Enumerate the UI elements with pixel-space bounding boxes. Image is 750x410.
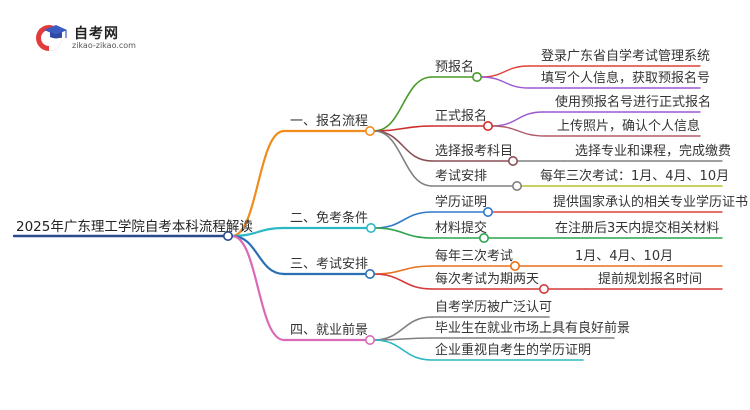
leaf-edge-1-2-1 <box>491 111 544 127</box>
child-label-1-2: 正式报名 <box>435 109 488 124</box>
leaf-label-3-1-1: 1月、4月、10月 <box>575 249 674 264</box>
child-node-3-2[interactable] <box>538 283 549 294</box>
mind-map-edges <box>12 65 723 361</box>
branch-node-3[interactable] <box>364 268 375 279</box>
branch-node-4[interactable] <box>364 334 375 345</box>
child-edge-1-3 <box>373 130 433 162</box>
logo-name: 自考网 <box>74 26 119 42</box>
leaf-label-2-2-1: 在注册后3天内提交相关材料 <box>555 221 720 236</box>
branch-label-3: 三、考试安排 <box>290 257 369 272</box>
child-node-2-1[interactable] <box>482 207 493 218</box>
child-node-1-1[interactable] <box>471 72 482 83</box>
child-node-1-3[interactable] <box>507 156 518 167</box>
child-label-2-2: 材料提交 <box>435 221 488 236</box>
leaf-edge-1-1-2 <box>480 76 530 89</box>
site-logo[interactable]: 自考网 zikao-zikao.com <box>34 21 144 55</box>
child-edge-3-2 <box>373 273 433 290</box>
branch-edge-4 <box>230 234 286 342</box>
branch-label-4: 四、就业前景 <box>290 323 369 338</box>
child-edge-3-1 <box>373 265 433 275</box>
leaf-edge-1-1-1 <box>480 65 530 78</box>
leaf-label-1-3-1: 选择专业和课程，完成缴费 <box>575 144 732 159</box>
child-edge-4-1 <box>373 316 433 341</box>
branch-edge-3 <box>230 234 286 276</box>
root-node-label: 2025年广东理工学院自考本科流程解读 <box>16 219 253 235</box>
child-label-4-1: 自考学历被广泛认可 <box>435 300 553 315</box>
leaf-label-1-2-2: 上传照片，确认个人信息 <box>557 119 701 134</box>
child-node-2-2[interactable] <box>478 233 489 244</box>
branch-label-1: 一、报名流程 <box>290 114 369 129</box>
child-label-4-3: 企业重视自考生的学历证明 <box>435 343 592 358</box>
logo-domain: zikao-zikao.com <box>72 41 136 50</box>
leaf-label-2-1-1: 提供国家承认的相关专业学历证书 <box>553 195 749 210</box>
child-edge-1-4 <box>373 130 433 187</box>
child-edge-4-3 <box>373 339 433 361</box>
branch-label-2: 二、免考条件 <box>290 211 369 226</box>
child-node-1-2[interactable] <box>482 121 493 132</box>
child-edge-2-2 <box>374 227 433 239</box>
leaf-label-1-1-1: 登录广东省自学考试管理系统 <box>541 49 711 64</box>
leaf-edge-1-2-2 <box>491 125 546 137</box>
branch-node-2[interactable] <box>365 223 376 234</box>
child-node-1-4[interactable] <box>511 181 522 192</box>
leaf-label-1-1-2: 填写个人信息，获取预报名号 <box>541 71 711 86</box>
child-label-2-1: 学历证明 <box>435 195 488 210</box>
child-label-3-1: 每年三次考试 <box>435 249 514 264</box>
child-edge-2-1 <box>374 211 433 229</box>
leaf-label-1-2-1: 使用预报名号进行正式报名 <box>555 95 712 110</box>
child-label-3-2: 每次考试为期两天 <box>435 272 540 287</box>
leaf-label-3-2-1: 提前规划报名时间 <box>598 272 703 287</box>
branch-node-1[interactable] <box>364 126 375 137</box>
child-node-3-1[interactable] <box>509 260 520 271</box>
child-edge-1-1 <box>373 76 433 132</box>
child-label-1-3: 选择报考科目 <box>435 144 514 159</box>
graduation-cap-icon <box>36 25 67 51</box>
leaf-label-1-4-1: 每年三次考试：1月、4月、10月 <box>540 169 730 184</box>
child-label-1-1: 预报名 <box>435 60 475 75</box>
branch-edge-1 <box>230 129 286 238</box>
mind-map-nodes <box>223 72 549 345</box>
child-label-1-4: 考试安排 <box>435 169 488 184</box>
child-label-4-2: 毕业生在就业市场上具有良好前景 <box>435 321 631 336</box>
root-node[interactable] <box>223 231 234 242</box>
